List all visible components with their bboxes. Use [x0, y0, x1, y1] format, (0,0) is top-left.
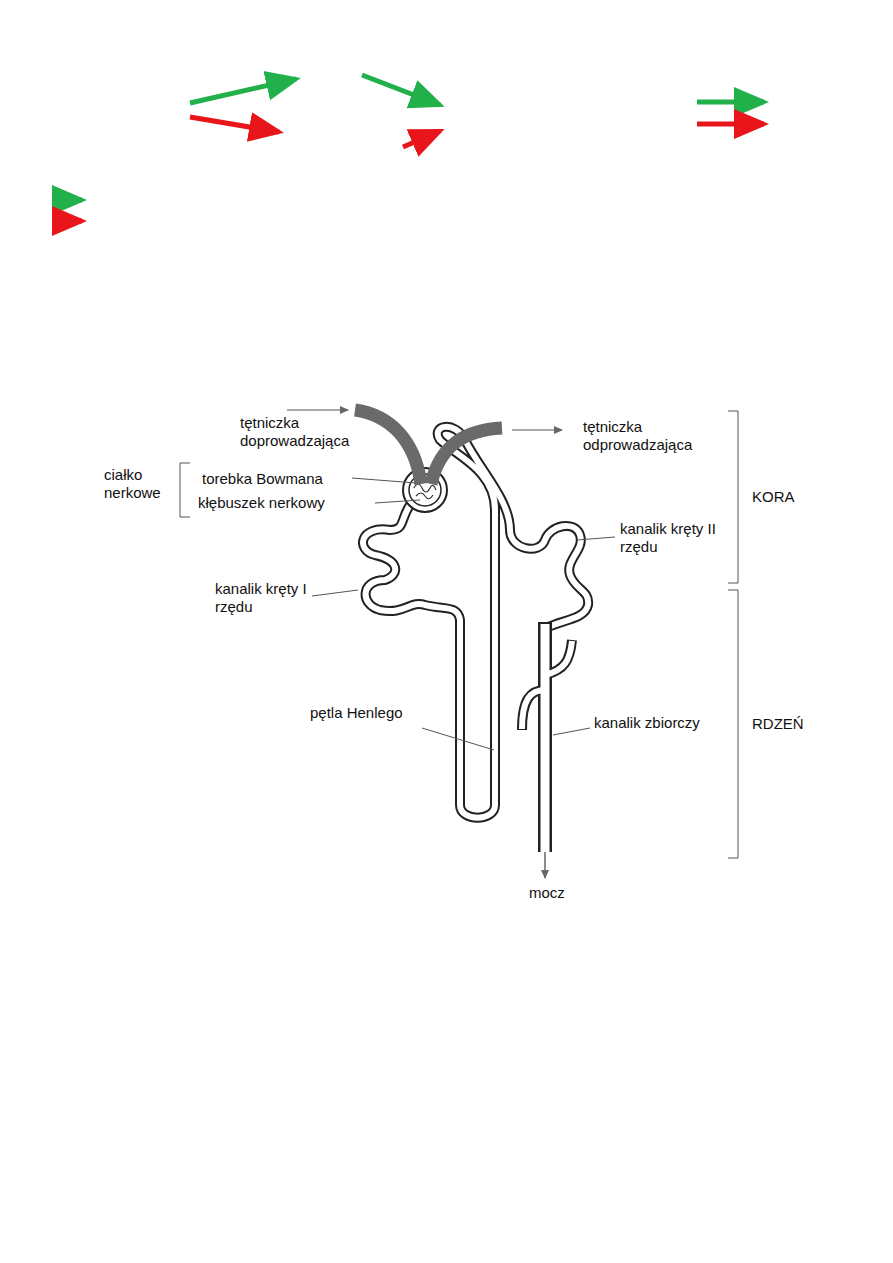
output-label: mocz: [529, 884, 589, 902]
part-label: kanalik zbiorczy: [594, 714, 734, 732]
part-label: kanalik kręty I rzędu: [215, 580, 315, 616]
leader-lines: [287, 410, 615, 750]
part-label: kanalik kręty II rzędu: [620, 520, 735, 556]
arterioles: [355, 410, 502, 484]
brackets: [180, 411, 738, 858]
arteriole-label: tętniczka odprowadzająca: [583, 418, 718, 454]
region-label: RDZEŃ: [752, 715, 832, 733]
arteriole-label: tętniczka doprowadzająca: [240, 414, 370, 450]
part-label: kłębuszek nerkowy: [198, 494, 373, 512]
colour-arrows: [57, 75, 764, 221]
part-label: ciałko nerkowe: [104, 466, 176, 502]
part-label: pętla Henlego: [310, 704, 440, 722]
collecting-duct: [522, 622, 572, 878]
part-label: torebka Bowmana: [202, 470, 352, 488]
tubule: [363, 427, 588, 818]
region-label: KORA: [752, 488, 832, 506]
